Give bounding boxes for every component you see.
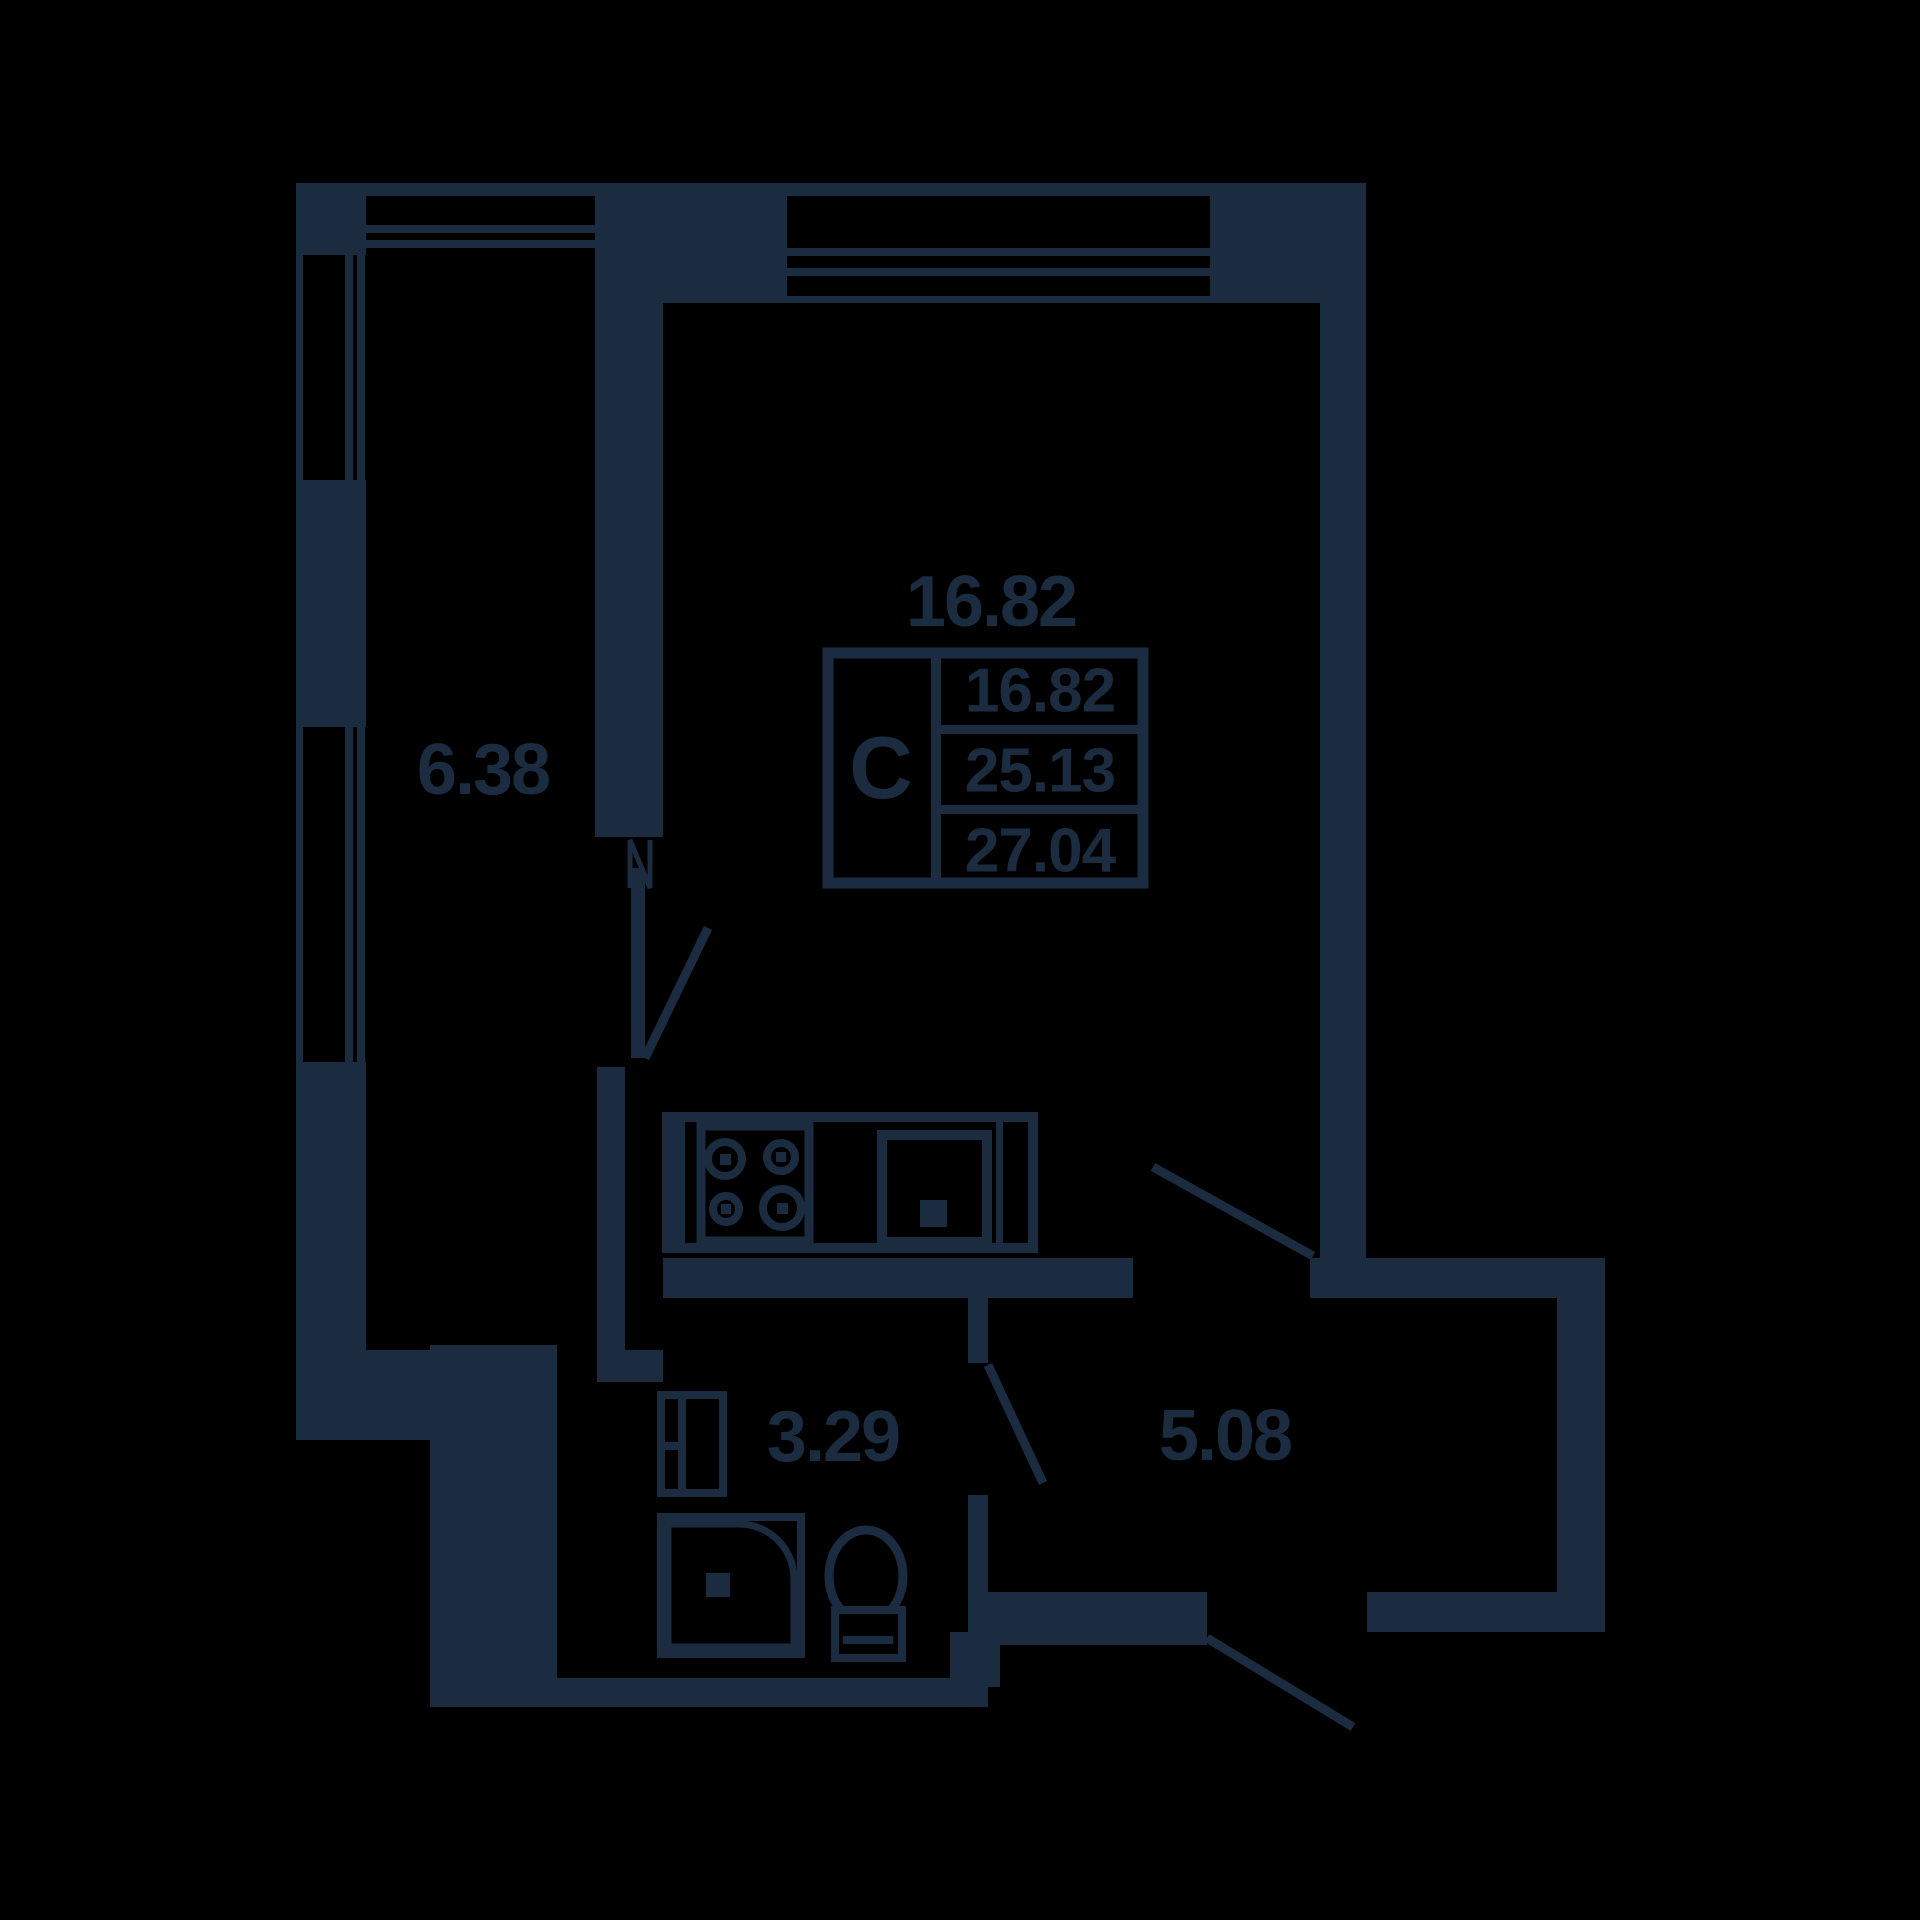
bathroom-door-swing <box>983 1363 1048 1485</box>
area-info-box <box>822 647 1149 889</box>
main-window-line-2 <box>787 268 1210 276</box>
hallway-area-label: 5.08 <box>1158 1396 1293 1476</box>
balcony-window-line-2 <box>357 252 365 1065</box>
balcony-pier-middle <box>302 480 366 727</box>
balcony-door-swing <box>640 926 713 1060</box>
main-window-line-1 <box>787 248 1210 256</box>
right-outer-wall <box>1320 296 1366 1258</box>
counter-inner-line <box>996 1118 1003 1248</box>
toilet-icon <box>824 1525 908 1662</box>
info-box-apartment-area: 25.13 <box>964 736 1116 806</box>
balcony-pier-bottom <box>302 1062 366 1354</box>
info-box-living-area: 16.82 <box>964 656 1116 726</box>
hallway-top-wall <box>1310 1258 1605 1298</box>
top-wall-block <box>595 192 787 303</box>
living-bottom-wall <box>663 1258 1133 1298</box>
hallway-bottom-wall-right <box>1367 1592 1605 1632</box>
hallway-right-wall <box>1557 1298 1605 1592</box>
left-outer-wall-line <box>296 183 303 1440</box>
info-box-divider <box>931 648 941 888</box>
info-box-row-line-2 <box>941 805 1148 814</box>
washbasin-icon <box>657 1513 805 1658</box>
balcony-bottom-wall <box>296 1350 557 1440</box>
top-outer-wall-line <box>296 183 1366 196</box>
cabinet-icon <box>657 1391 727 1497</box>
stove-icon <box>696 1121 814 1246</box>
kitchen-counter <box>662 1112 1038 1253</box>
balcony-door-leaf <box>631 868 645 1058</box>
entrance-door-swing <box>1204 1634 1356 1731</box>
top-wall-inner-face <box>787 296 1320 303</box>
balcony-window-line-1 <box>345 252 353 1065</box>
balcony-threshold-mark <box>627 839 653 889</box>
bathroom-bottom-wall <box>430 1678 988 1707</box>
info-box-row-line-1 <box>941 725 1148 734</box>
info-box-outline <box>822 647 1149 889</box>
balcony-living-wall <box>595 303 663 837</box>
living-hall-door-swing <box>1150 1163 1316 1260</box>
hallway-bottom-wall-left <box>988 1592 1207 1645</box>
top-right-corner-wall <box>1210 183 1366 303</box>
sink-icon <box>877 1130 992 1247</box>
walls <box>296 183 1605 1707</box>
balcony-wall-connector <box>597 1350 663 1382</box>
balcony-area-label: 6.38 <box>416 730 551 810</box>
balcony-pier-top <box>302 188 366 255</box>
info-box-type-label: С <box>849 718 913 817</box>
living-area-label: 16.82 <box>905 562 1078 642</box>
balcony-top-window-line-1 <box>366 225 595 233</box>
door-swings <box>627 839 1356 1731</box>
balcony-wall-lower <box>597 1067 625 1350</box>
bathroom-right-wall-lower <box>968 1495 988 1680</box>
bathroom-right-wall-upper <box>968 1298 988 1363</box>
bathroom-fixtures <box>657 1391 908 1662</box>
balcony-top-window-line-2 <box>366 240 595 248</box>
counter-left-edge <box>662 1112 685 1253</box>
info-box-total-area: 27.04 <box>964 816 1116 886</box>
bathroom-area-label: 3.29 <box>766 1397 901 1477</box>
